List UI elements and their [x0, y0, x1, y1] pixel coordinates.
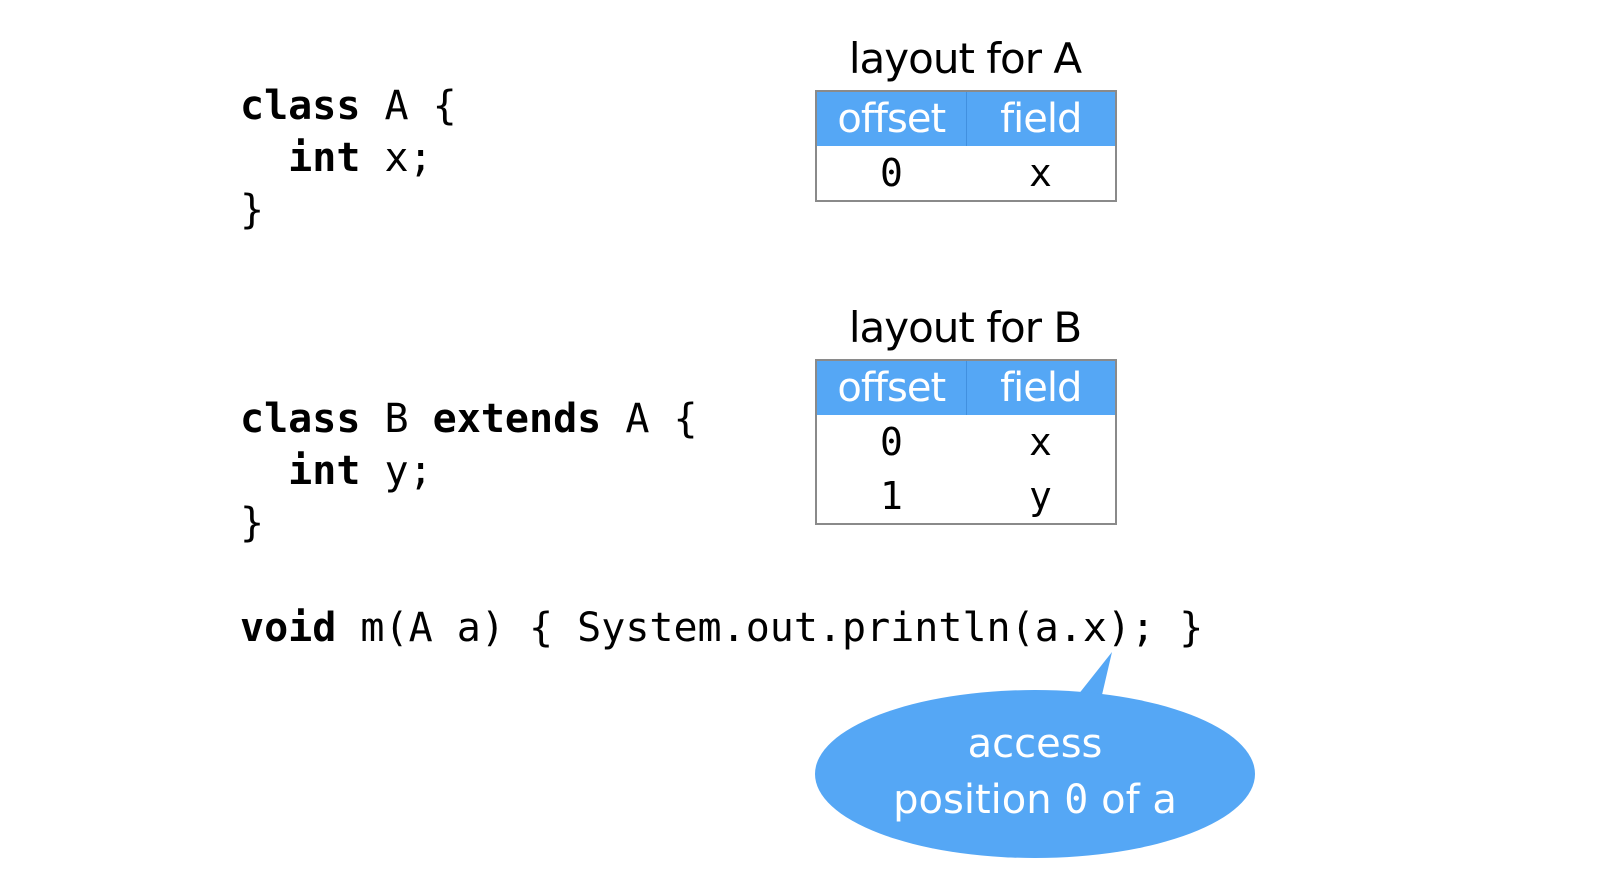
callout-text-part: position [893, 777, 1065, 823]
layout-b-table: offset field 0 x 1 y [815, 359, 1117, 525]
code-text: y; [360, 448, 433, 494]
keyword: extends [432, 396, 602, 442]
layout-a-table: offset field 0 x [815, 90, 1117, 202]
code-text: B [360, 396, 433, 442]
cell-offset: 0 [880, 420, 903, 464]
callout-offset-number: 0 [1064, 777, 1089, 823]
keyword: class [240, 396, 361, 442]
layout-a-title: layout for A [848, 34, 1082, 83]
cell-offset: 1 [880, 474, 903, 518]
header-offset: offset [816, 91, 967, 146]
cell-field: x [1029, 151, 1052, 195]
table-row: 0 x [816, 415, 1116, 469]
callout-text: access position 0 of a [815, 716, 1255, 828]
header-field: field [966, 360, 1116, 415]
table-row: 0 x [816, 146, 1116, 201]
cell-field: y [1029, 474, 1052, 518]
code-text: } [240, 500, 265, 546]
keyword: int [288, 135, 361, 181]
code-class-b: class B extends A { int y; } [240, 393, 698, 549]
keyword: void [240, 605, 337, 651]
code-text: m(A a) { System.out.println(a.x); } [336, 605, 1204, 651]
table-header-row: offset field [816, 91, 1116, 146]
code-method-m: void m(A a) { System.out.println(a.x); } [240, 602, 1203, 654]
layout-b-title: layout for B [848, 303, 1082, 352]
header-offset: offset [816, 360, 967, 415]
keyword: int [288, 448, 361, 494]
keyword: class [240, 83, 361, 129]
code-text: A { [601, 396, 698, 442]
code-class-a: class A { int x; } [240, 80, 457, 236]
code-text: x; [360, 135, 433, 181]
callout-line-2: position 0 of a [815, 772, 1255, 828]
callout-line-1: access [967, 721, 1103, 767]
cell-offset: 0 [880, 151, 903, 195]
header-field: field [966, 91, 1116, 146]
callout-text-part: of a [1088, 777, 1177, 823]
code-text: A { [360, 83, 457, 129]
cell-field: x [1029, 420, 1052, 464]
callout-ellipse [815, 690, 1255, 858]
table-header-row: offset field [816, 360, 1116, 415]
table-row: 1 y [816, 469, 1116, 524]
code-text: } [240, 187, 265, 233]
